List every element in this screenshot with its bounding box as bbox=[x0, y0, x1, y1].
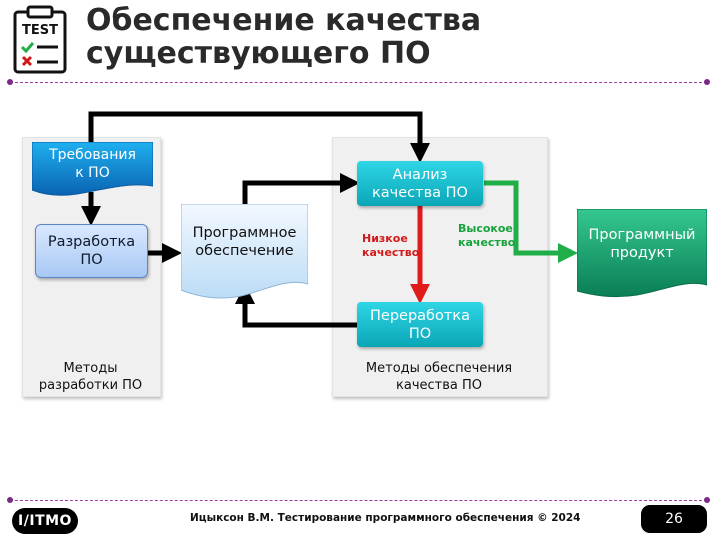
bottom-divider bbox=[7, 497, 710, 503]
analysis-box: Анализ качества ПО bbox=[357, 161, 483, 206]
product-shape bbox=[577, 209, 707, 298]
footer-text: Ицыксон В.М. Тестирование программного о… bbox=[190, 512, 581, 524]
arrow-software-to-analysis bbox=[242, 173, 360, 204]
title-line-1: Обеспечение качества bbox=[86, 3, 482, 38]
dev-methods-caption: Методы разработки ПО bbox=[38, 361, 143, 393]
software-box: Программное обеспечение bbox=[192, 225, 297, 259]
product-box: Программный продукт bbox=[588, 227, 696, 261]
itmo-logo: I/ITMO bbox=[12, 508, 78, 534]
low-quality-label: Низкое качество bbox=[362, 232, 420, 259]
arrow-rework-to-software bbox=[235, 284, 357, 328]
requirements-box: Требования к ПО bbox=[49, 147, 136, 181]
requirements-shape bbox=[32, 142, 153, 196]
test-checklist-icon: TEST bbox=[13, 5, 67, 74]
high-quality-label: Высокое качество bbox=[458, 222, 516, 249]
qa-methods-caption: Методы обеспечения качества ПО bbox=[365, 361, 513, 393]
rework-box: Переработка ПО bbox=[357, 302, 483, 347]
software-shape bbox=[181, 204, 308, 299]
arrow-analysis-to-product bbox=[484, 180, 578, 263]
development-box: Разработка ПО bbox=[35, 224, 148, 278]
title-line-2: существующего ПО bbox=[86, 36, 431, 71]
svg-text:TEST: TEST bbox=[22, 23, 58, 38]
page-title: Обеспечение качества существующего ПО bbox=[86, 4, 686, 70]
arrow-req-to-analysis bbox=[88, 111, 430, 163]
page-number: 26 bbox=[641, 505, 707, 533]
top-divider bbox=[7, 79, 710, 85]
